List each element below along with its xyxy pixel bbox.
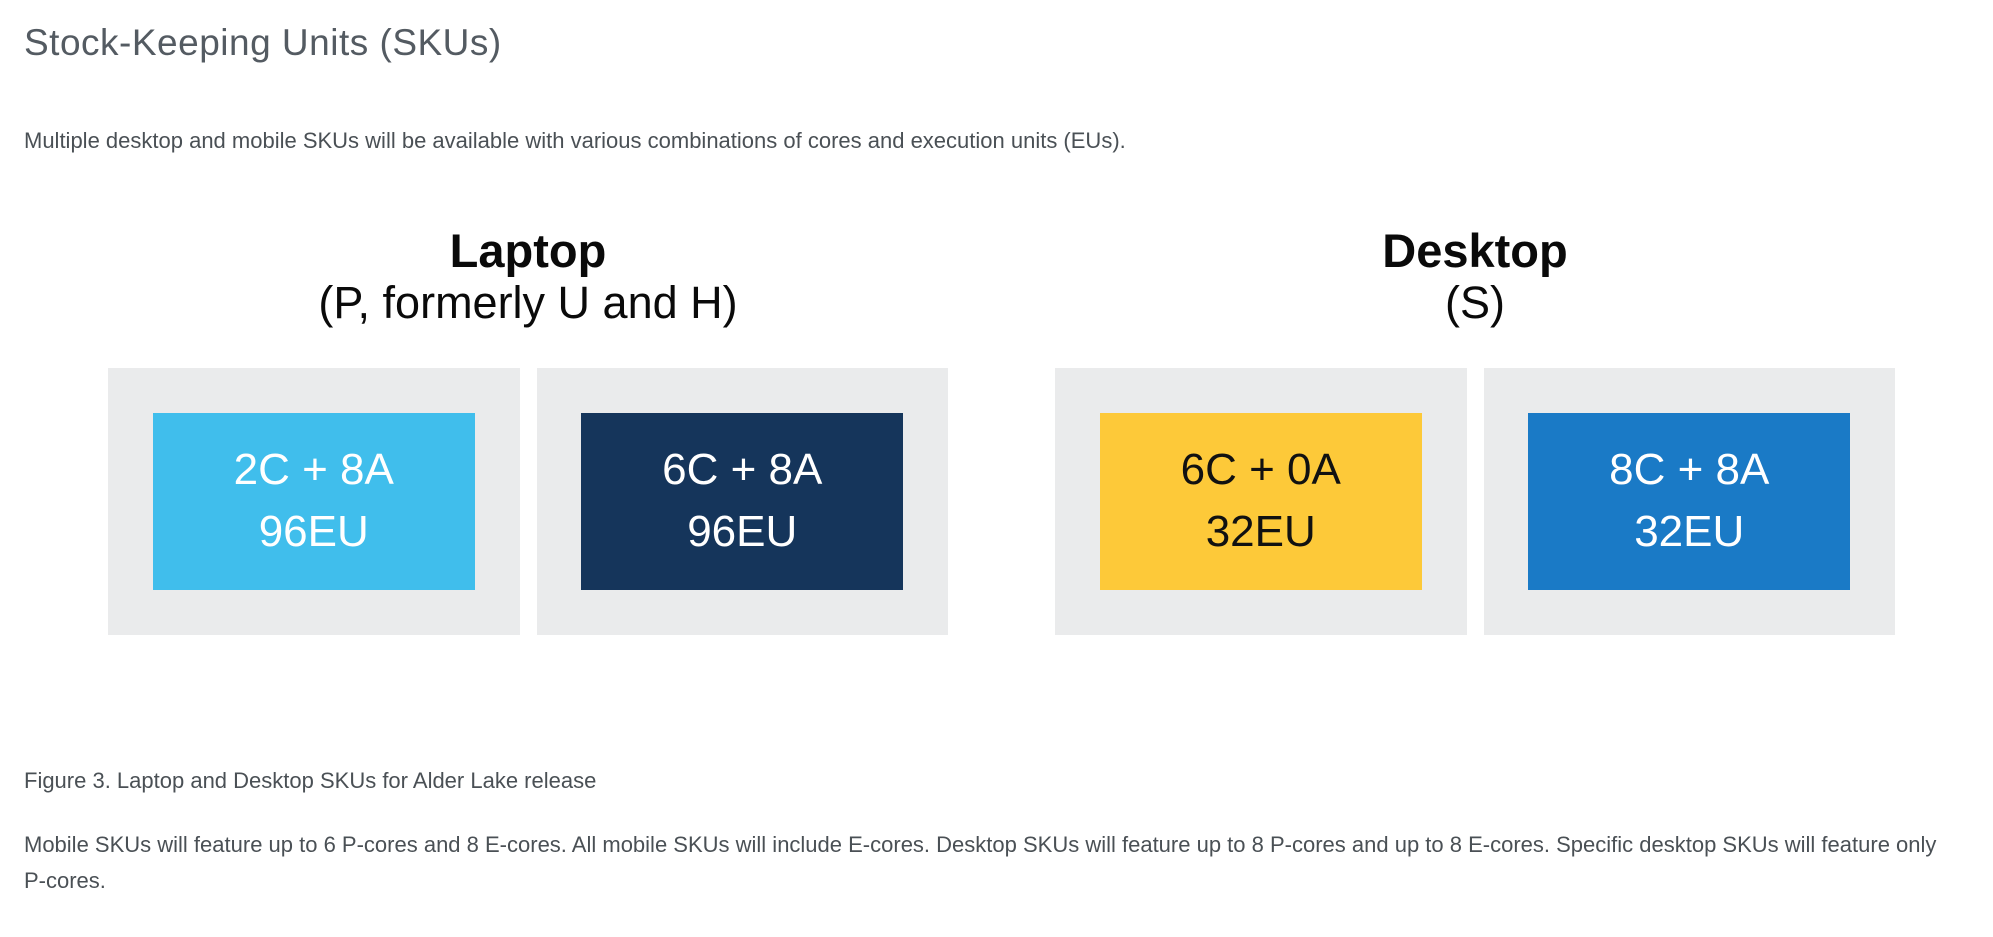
sku-card: 2C + 8A 96EU — [108, 367, 520, 635]
figure-caption: Figure 3. Laptop and Desktop SKUs for Al… — [24, 767, 597, 793]
intro-paragraph: Multiple desktop and mobile SKUs will be… — [24, 128, 1126, 153]
sku-eu-label: 96EU — [687, 507, 798, 557]
laptop-sku-group: Laptop (P, formerly U and H) 2C + 8A 96E… — [108, 224, 948, 635]
desktop-cards-row: 6C + 0A 32EU 8C + 8A 32EU — [1055, 367, 1895, 635]
sku-card: 6C + 0A 32EU — [1055, 367, 1467, 635]
sku-box-6c0a: 6C + 0A 32EU — [1099, 412, 1422, 590]
sku-cores-label: 8C + 8A — [1609, 444, 1770, 494]
desktop-group-subtitle: (S) — [1445, 276, 1505, 328]
article-page: Stock-Keeping Units (SKUs) Multiple desk… — [24, 22, 1945, 893]
sku-eu-label: 32EU — [1205, 507, 1316, 557]
laptop-group-title: Laptop — [449, 224, 607, 277]
sku-cores-label: 6C + 0A — [1180, 444, 1341, 494]
sku-cores-label: 6C + 8A — [662, 444, 823, 494]
sku-box-8c8a: 8C + 8A 32EU — [1528, 412, 1851, 590]
sku-eu-label: 32EU — [1634, 507, 1745, 557]
body-paragraph: Mobile SKUs will feature up to 6 P-cores… — [24, 831, 1937, 893]
sku-card: 8C + 8A 32EU — [1483, 367, 1895, 635]
laptop-group-subtitle: (P, formerly U and H) — [318, 276, 738, 328]
laptop-group-heading: Laptop (P, formerly U and H) — [108, 224, 948, 328]
sku-cores-label: 2C + 8A — [233, 444, 394, 494]
desktop-group-heading: Desktop (S) — [1055, 224, 1895, 328]
sku-box-6c8a-96eu: 6C + 8A 96EU — [581, 412, 904, 590]
page-title: Stock-Keeping Units (SKUs) — [24, 22, 502, 63]
sku-card: 6C + 8A 96EU — [536, 367, 948, 635]
laptop-cards-row: 2C + 8A 96EU 6C + 8A 96EU — [108, 367, 948, 635]
desktop-group-title: Desktop — [1382, 224, 1568, 277]
sku-box-2c8a: 2C + 8A 96EU — [152, 412, 475, 590]
sku-figure: Laptop (P, formerly U and H) 2C + 8A 96E… — [108, 224, 1945, 635]
desktop-sku-group: Desktop (S) 6C + 0A 32EU 8C + 8A 32EU — [1055, 224, 1895, 635]
sku-eu-label: 96EU — [258, 507, 369, 557]
